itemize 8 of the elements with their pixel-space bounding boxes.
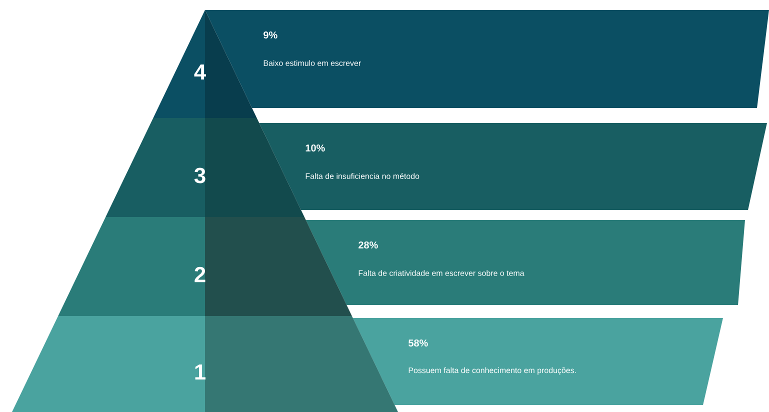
node-label: 3	[194, 168, 206, 184]
pyramid-tier: 1	[12, 316, 398, 412]
node-label: 2	[194, 266, 206, 282]
pyramid-tier: 3	[106, 118, 304, 217]
pyramid-tier: 2	[58, 217, 352, 316]
node-label: 1	[195, 364, 206, 380]
pyramid-tier: 4	[153, 10, 257, 118]
node-label: 4	[194, 64, 206, 80]
